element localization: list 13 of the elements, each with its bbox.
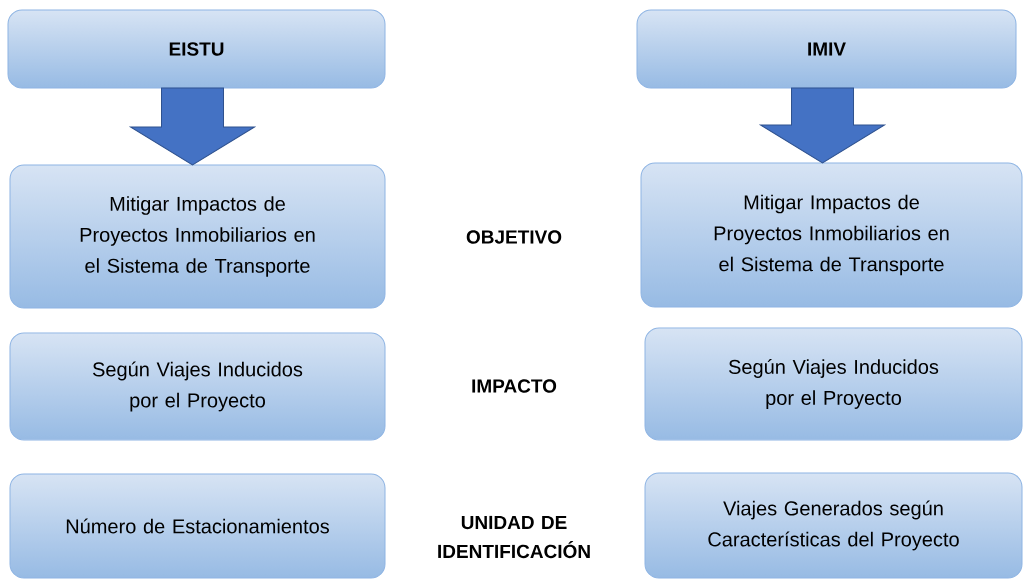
block-arrow: [760, 87, 885, 164]
title-box: IMIV: [636, 9, 1017, 89]
text-box: Según Viajes Inducidos por el Proyecto: [644, 327, 1023, 441]
text-box: Mitigar Impactos de Proyectos Inmobiliarios en el Sistema de Transporte: [640, 162, 1023, 308]
row-label: IMPACTO: [472, 379, 557, 393]
text-box: Según Viajes Inducidos por el Proyecto: [9, 332, 386, 441]
text-box: Número de Estacionamientos: [9, 473, 386, 579]
text-box: Viajes Generados según Características del Proyecto: [644, 472, 1023, 579]
block-arrow: [130, 87, 255, 166]
row-label: OBJETIVO: [466, 230, 562, 244]
title-box: EISTU: [7, 9, 386, 89]
text-box: Mitigar Impactos de Proyectos Inmobiliarios en el Sistema de Transporte: [9, 164, 386, 309]
row-label: UNIDAD DE IDENTIFICACIÓN: [438, 515, 590, 559]
